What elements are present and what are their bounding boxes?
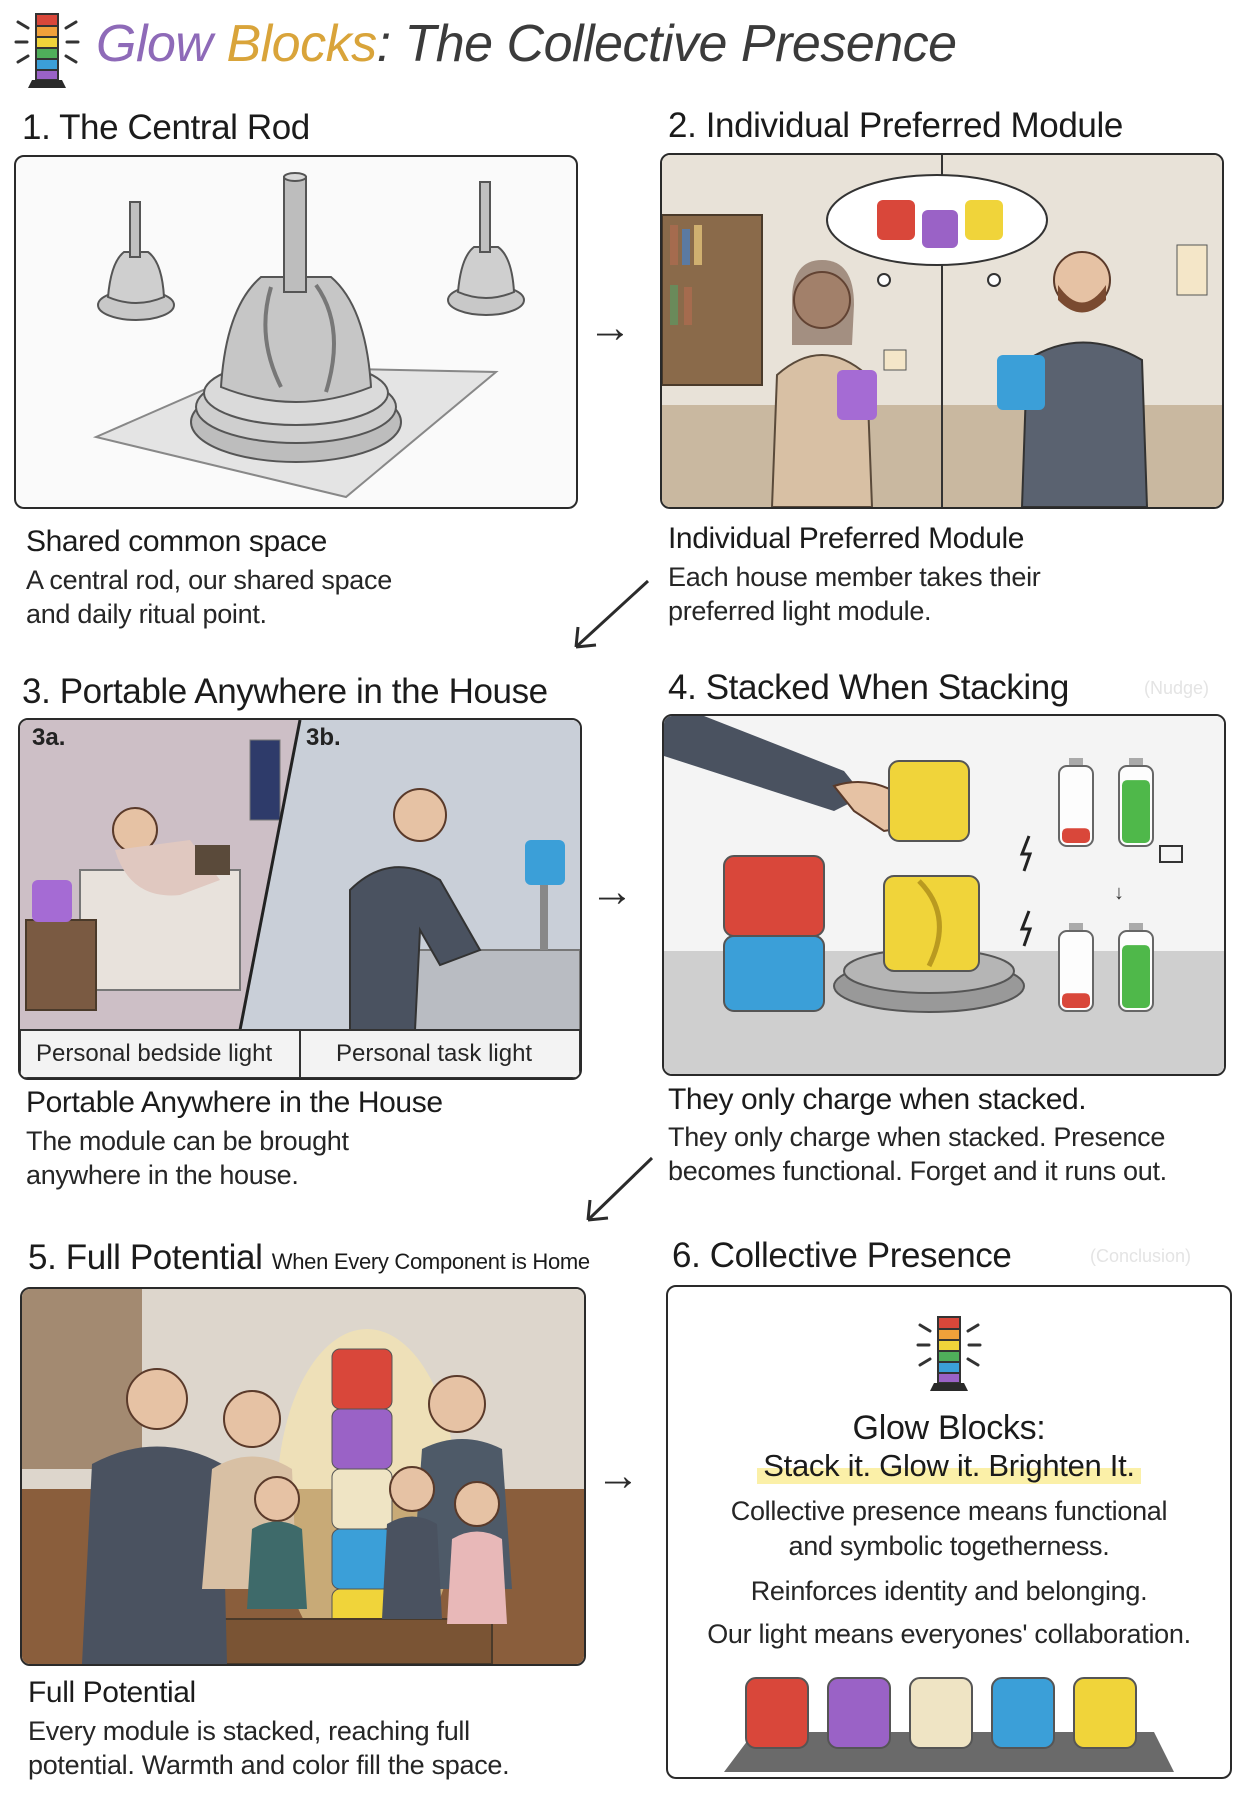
step-4-caption-line: becomes functional. Forget and it runs o… [668, 1156, 1167, 1186]
step-1-title: 1. The Central Rod [22, 108, 310, 147]
module-purple [827, 1677, 891, 1749]
title-blocks: Blocks [226, 15, 377, 73]
battery-level-fill [1122, 780, 1150, 843]
arrow-right-icon: → [588, 303, 632, 352]
battery-cap [1129, 758, 1143, 766]
battery-cap [1069, 923, 1083, 931]
battery-cap [1069, 758, 1083, 766]
ghost-label: (Conclusion) [1090, 1246, 1192, 1266]
conclusion-line: and symbolic togetherness. [788, 1531, 1110, 1561]
step-2-title: 2. Individual Preferred Module [668, 106, 1123, 145]
conclusion-line: Reinforces identity and belonging. [750, 1576, 1148, 1606]
step-1-caption-body: A central rod, our shared space and dail… [26, 563, 392, 631]
module-cream [909, 1677, 973, 1749]
step-4-title: 4. Stacked When Stacking [668, 668, 1069, 707]
step-3a-label: 3a. [32, 724, 66, 751]
step-4-caption-body: They only charge when stacked. Presence … [668, 1120, 1167, 1188]
step-5-caption-line: potential. Warmth and color fill the spa… [28, 1750, 510, 1780]
battery-level-fill [1062, 828, 1090, 843]
step-1-caption-line: A central rod, our shared space [26, 565, 392, 595]
page-title: Glow Blocks: The Collective Presence [96, 14, 957, 74]
step-2-caption-title: Individual Preferred Module [668, 522, 1025, 555]
battery-icon [1058, 765, 1094, 847]
step-4-illustration: ↓ [662, 714, 1226, 1076]
step-3-caption-body: The module can be brought anywhere in th… [26, 1124, 349, 1192]
module-row [724, 1672, 1174, 1772]
battery-cap [1129, 923, 1143, 931]
step-2-illustration [660, 153, 1224, 509]
ghost-label: (Nudge) [1144, 678, 1210, 698]
step-3-caption-line: The module can be brought [26, 1126, 349, 1156]
title-glow: Glow [96, 15, 213, 73]
step-3-title: 3. Portable Anywhere in the House [22, 672, 548, 711]
step-5-caption-body: Every module is stacked, reaching full p… [28, 1714, 510, 1782]
task-light-label: Personal task light [336, 1040, 533, 1067]
bedside-light-label: Personal bedside light [36, 1040, 273, 1067]
step-6-title: 6. Collective Presence [672, 1236, 1012, 1275]
step-4-caption-line: They only charge when stacked. Presence [668, 1122, 1166, 1152]
title-rest: : The Collective Presence [376, 15, 958, 73]
step-1-caption-line: and daily ritual point. [26, 599, 267, 629]
conclusion-line: Collective presence means functional [730, 1496, 1168, 1526]
arrow-down-left-icon [578, 1152, 658, 1227]
step-1-caption-title: Shared common space [26, 525, 327, 558]
arrow-right-icon: → [590, 867, 634, 916]
battery-icon [1058, 930, 1094, 1012]
step-5-title: 5. Full Potential When Every Component i… [28, 1238, 590, 1278]
arrow-down-left-icon [566, 575, 656, 655]
arrow-right-icon: → [596, 1451, 640, 1500]
svg-text:↓: ↓ [1114, 882, 1124, 904]
step-2-caption-body: Each house member takes their preferred … [668, 560, 1041, 628]
step-5-title-small: When Every Component is Home [271, 1249, 590, 1274]
step-6-conclusion-panel: Glow Blocks: Stack it. Glow it. Brighten… [666, 1285, 1232, 1779]
step-4-caption-title: They only charge when stacked. [668, 1083, 1087, 1116]
step-3b-label: 3b. [306, 724, 341, 751]
glow-tower-logo-icon [12, 8, 82, 90]
step-2-caption-line: preferred light module. [668, 596, 932, 626]
conclusion-text: Glow Blocks: Stack it. Glow it. Brighten… [668, 1409, 1230, 1652]
step-3-illustration [18, 718, 582, 1080]
step-3-caption-line: anywhere in the house. [26, 1160, 299, 1190]
glow-tower-icon [914, 1311, 984, 1393]
battery-level-fill [1122, 945, 1150, 1008]
tagline: Stack it. Glow it. Brighten It. [757, 1448, 1141, 1484]
step-2-caption-line: Each house member takes their [668, 562, 1041, 592]
module-blue [991, 1677, 1055, 1749]
step-5-caption-line: Every module is stacked, reaching full [28, 1716, 470, 1746]
battery-level-fill [1062, 993, 1090, 1008]
brand-name: Glow Blocks: [852, 1409, 1046, 1447]
step-5-illustration [20, 1287, 586, 1666]
step-5-title-main: 5. Full Potential [28, 1238, 263, 1277]
step-3-caption-title: Portable Anywhere in the House [26, 1086, 443, 1119]
step-1-illustration [14, 155, 578, 509]
module-red [745, 1677, 809, 1749]
conclusion-line: Our light means everyones' collaboration… [707, 1619, 1191, 1649]
module-yellow [1073, 1677, 1137, 1749]
step-5-caption-title: Full Potential [28, 1676, 196, 1709]
